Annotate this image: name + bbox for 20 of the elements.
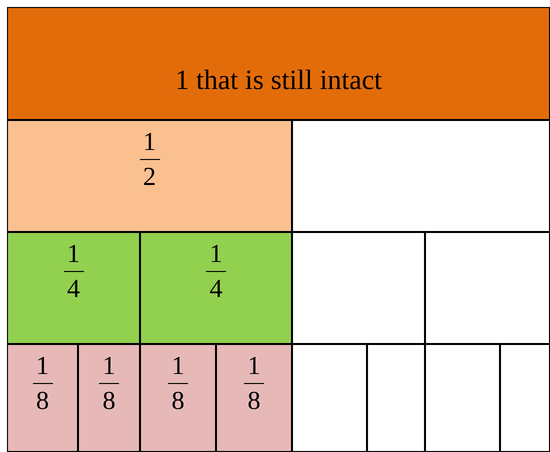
whole-bar xyxy=(7,7,550,120)
fraction-box xyxy=(140,344,216,452)
empty-box xyxy=(367,344,425,452)
fraction-box xyxy=(78,344,140,452)
fraction-label: 1 8 xyxy=(99,351,119,416)
empty-box xyxy=(292,344,367,452)
fraction-label: 1 8 xyxy=(32,351,52,416)
fraction-box xyxy=(140,232,292,344)
fraction-label: 1 8 xyxy=(168,351,188,416)
whole-label: 1 that is still intact xyxy=(175,65,382,97)
fraction-box xyxy=(7,344,78,452)
fraction-box xyxy=(7,232,140,344)
fraction-box xyxy=(216,344,292,452)
fraction-label: 1 4 xyxy=(64,239,84,304)
empty-box xyxy=(425,344,500,452)
fraction-label: 1 4 xyxy=(206,239,226,304)
empty-box xyxy=(500,344,550,452)
fraction-label: 1 8 xyxy=(244,351,264,416)
fraction-label: 1 2 xyxy=(140,127,160,192)
fraction-box xyxy=(7,120,292,232)
